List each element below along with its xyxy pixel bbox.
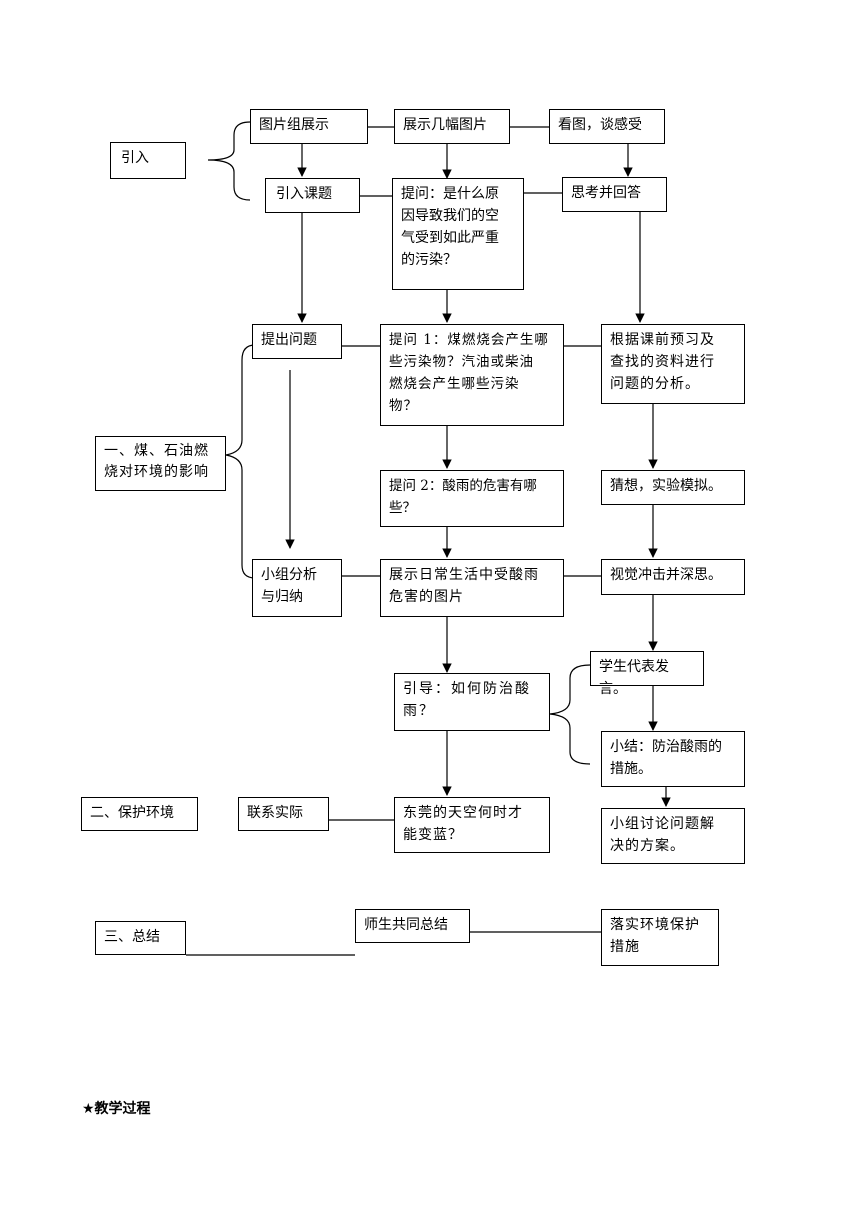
node-intro-topic: 引入课题 <box>265 178 360 213</box>
node-section3: 三、总结 <box>95 921 186 955</box>
node-joint-summary: 师生共同总结 <box>355 909 470 943</box>
node-connect-reality: 联系实际 <box>238 797 329 831</box>
node-group-analysis: 小组分析 与归纳 <box>252 559 342 617</box>
section1-brace <box>225 344 256 579</box>
node-show-pictures: 展示几幅图片 <box>394 109 510 144</box>
node-dongguan-sky: 东莞的天空何时才 能变蓝？ <box>394 797 550 853</box>
node-section1: 一、煤、石油燃 烧对环境的影响 <box>95 436 226 491</box>
node-look-feel: 看图，谈感受 <box>549 109 665 144</box>
node-question2: 提问 2：酸雨的危害有哪 些？ <box>380 470 564 527</box>
teaching-process-heading: ★教学过程 <box>82 1101 151 1117</box>
node-preview-analysis: 根据课前预习及 查找的资料进行 问题的分析。 <box>601 324 745 404</box>
node-visual-impact: 视觉冲击并深思。 <box>601 559 745 595</box>
node-student-speech: 学生代表发言。 <box>590 651 704 697</box>
node-question-cause: 提问：是什么原 因导致我们的空 气受到如此严重 的污染？ <box>392 178 524 290</box>
guide-brace <box>549 664 591 765</box>
node-section2: 二、保护环境 <box>81 797 198 831</box>
intro-brace <box>207 121 251 201</box>
node-question1: 提问 1：煤燃烧会产生哪 些污染物？汽油或柴油 燃烧会产生哪些污染 物？ <box>380 324 564 426</box>
node-guess-experiment: 猜想，实验模拟。 <box>601 470 745 505</box>
node-show-damage: 展示日常生活中受酸雨 危害的图片 <box>380 559 564 617</box>
node-raise-question: 提出问题 <box>252 324 342 359</box>
node-intro: 引入 <box>110 142 186 179</box>
node-group-discussion: 小组讨论问题解 决的方案。 <box>601 808 745 864</box>
node-picture-group: 图片组展示 <box>250 109 368 144</box>
node-implement-measures: 落实环境保护 措施 <box>601 909 719 966</box>
node-think-answer: 思考并回答 <box>562 177 667 212</box>
node-summary-measures: 小结：防治酸雨的 措施。 <box>601 731 745 787</box>
node-guide-prevent: 引导：如何防治酸 雨？ <box>394 673 550 731</box>
